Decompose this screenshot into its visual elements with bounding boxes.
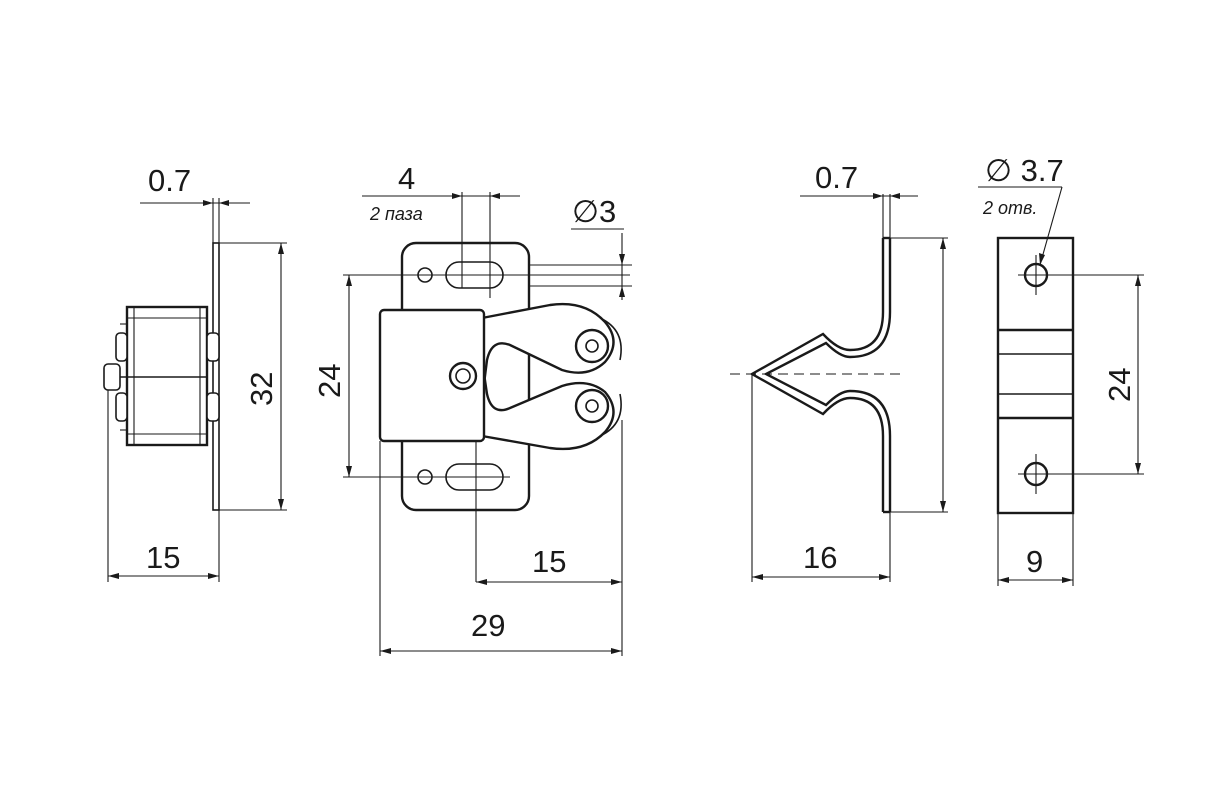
strike-hole-spacing-label: 24: [1102, 368, 1137, 402]
front-slot-note: 2 паза: [369, 204, 423, 224]
front-slot-width-label: 4: [398, 161, 415, 196]
front-housing: [378, 308, 486, 443]
strike-profile-outer: [749, 238, 885, 512]
catch-front-view: 4 2 паза ∅3 24 15 29: [312, 161, 632, 656]
strike-side-view: 0.7 16: [730, 160, 948, 582]
strike-depth-label: 16: [803, 540, 837, 575]
strike-thickness-label: 0.7: [815, 160, 858, 195]
side-thickness-label: 0.7: [148, 163, 191, 198]
strike-width-label: 9: [1026, 544, 1043, 579]
front-roller-offset-label: 15: [532, 544, 566, 579]
catch-side-view: 0.7 32 15: [103, 163, 287, 582]
front-roller-diameter-label: ∅3: [572, 194, 616, 229]
strike-hole-note: 2 отв.: [982, 198, 1037, 218]
side-depth-label: 15: [146, 540, 180, 575]
front-slot-spacing-label: 24: [312, 364, 347, 398]
front-arm-bottom: [480, 359, 615, 451]
side-housing: [125, 305, 209, 447]
side-height-label: 32: [244, 372, 279, 406]
strike-hole-diameter-label: ∅ 3.7: [985, 153, 1064, 188]
strike-front-view: ∅ 3.7 2 отв. 24 9: [978, 153, 1144, 586]
front-arm-top: [480, 302, 615, 401]
strike-profile-inner: [763, 238, 892, 512]
front-total-width-label: 29: [471, 608, 505, 643]
side-mounting-plate: [212, 242, 220, 511]
